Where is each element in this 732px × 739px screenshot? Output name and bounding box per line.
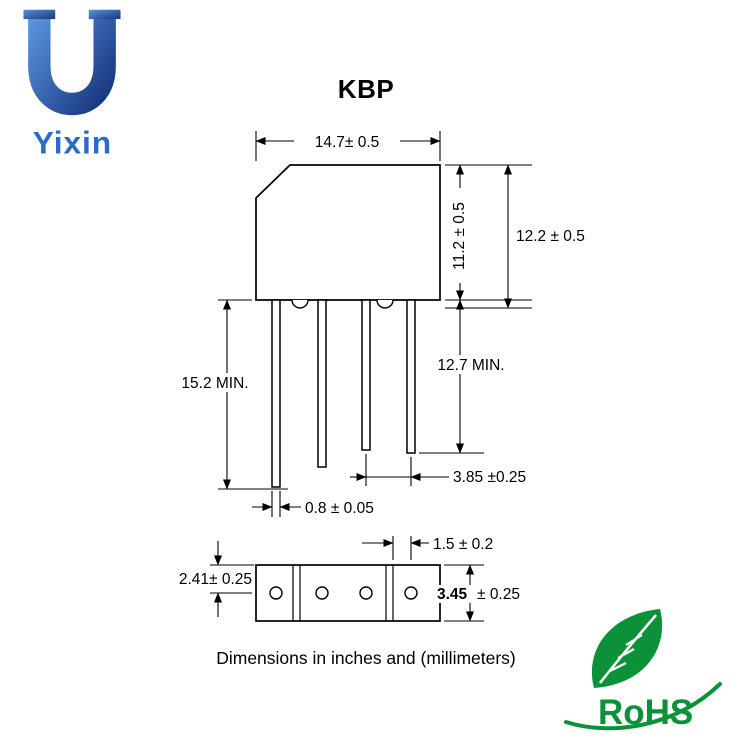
dim-base-height-value-label: 3.45 [437, 586, 468, 603]
package-body-outline [255, 164, 441, 301]
front-view [255, 164, 441, 488]
rohs-logo: RoHS [564, 609, 722, 732]
lead-4 [406, 299, 416, 454]
lead-2 [317, 299, 327, 468]
dim-base-height-tolerance-label: ± 0.25 [477, 586, 520, 603]
page-title: KBP [337, 74, 395, 104]
brand-name: Yixin [33, 124, 112, 160]
rohs-label: RoHS [598, 693, 693, 732]
hole-3 [359, 586, 373, 600]
dim-overall-height-label: 12.2 ± 0.5 [516, 228, 585, 245]
dim-body-height-label: 11.2 ± 0.5 [451, 202, 468, 270]
label-backgrounds [176, 132, 541, 603]
dim-body-width-label: 14.7± 0.5 [315, 134, 380, 151]
bottom-view [255, 564, 441, 622]
leaf-icon [564, 609, 722, 731]
standoff-bump-left [291, 299, 309, 309]
dim-lead-length-left-label: 15.2 MIN. [181, 375, 248, 392]
dim-lead-width-label: 0.8 ± 0.05 [305, 500, 374, 517]
dim-hole-center-offset-label: 2.41± 0.25 [179, 571, 252, 588]
standoff-bump-right [376, 299, 394, 309]
dim-slot-width-label: 1.5 ± 0.2 [433, 536, 493, 553]
dimension-labels: 14.7± 0.5 11.2 ± 0.5 12.2 ± 0.5 12.7 MIN… [179, 134, 585, 603]
yixin-logo: Yixin [23, 9, 121, 160]
lead-1 [271, 299, 281, 488]
hole-1 [269, 586, 283, 600]
lead-3 [361, 299, 371, 451]
dim-lead-length-right-label: 12.7 MIN. [437, 357, 504, 374]
hole-4 [404, 586, 418, 600]
dim-lead-spacing-label: 3.85 ±0.25 [453, 469, 526, 486]
dimensions-note: Dimensions in inches and (millimeters) [216, 648, 516, 668]
hole-2 [315, 586, 329, 600]
u-mark-icon [23, 9, 121, 116]
